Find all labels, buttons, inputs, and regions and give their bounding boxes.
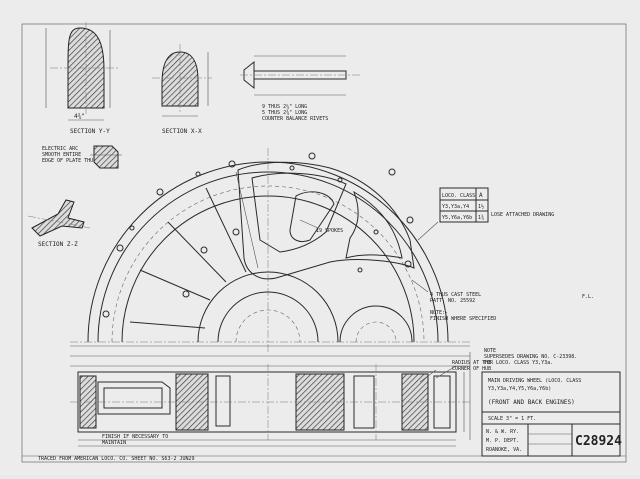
traced-from-note: TRACED FROM AMERICAN LOCO. CO. SHEET NO.… [38, 456, 195, 462]
loco-table-header-class: LOCO. CLASS [442, 193, 475, 199]
title-line-1: MAIN DRIVING WHEEL (LOCO. CLASS [488, 378, 581, 384]
rivet-note-3: COUNTER BALANCE RIVETS [262, 116, 328, 122]
title-line-2: Y3,Y3a,Y4,Y5,Y6a,Y6b) [488, 386, 551, 392]
electric-arc-detail [90, 145, 122, 169]
loco-class-table [439, 187, 489, 223]
finish-necessary-note-1: FINISH IF NECESSARY TO [102, 434, 168, 440]
finish-note-2: FINISH WHERE SPECIFIED [430, 316, 496, 322]
rivet-note-2: 5 THUS 2¾" LONG [262, 110, 307, 116]
svg-text:4¾": 4¾" [74, 113, 85, 120]
loco-table-row2-class: Y5,Y6a,Y6b [442, 215, 472, 221]
superseding-note-2: SUPERSEDES DRAWING NO. C-23398. [484, 354, 577, 360]
radius-note-2: CORNER OF HUB [452, 366, 491, 372]
title-dept: M. P. DEPT. [486, 438, 519, 444]
section-x-label: SECTION X-X [162, 128, 202, 135]
wheel-half-view [70, 148, 470, 352]
electric-arc-note-3: EDGE OF PLATE THUS [42, 158, 96, 164]
title-city: ROANOKE, VA. [486, 447, 522, 453]
superseding-note-3: FOR LOCO. CLASS Y3,Y3a. [484, 360, 553, 366]
cast-steel-note-2: PATT. NO. 25592 [430, 298, 475, 304]
rivet-note-1: 9 THUS 2¼" LONG [262, 104, 307, 110]
section-y-label: SECTION Y-Y [70, 128, 110, 135]
fl-dim-note: F.L. [582, 294, 594, 300]
title-block [481, 371, 621, 457]
loco-table-header-a: A [479, 192, 483, 199]
rivet-drawing [240, 55, 360, 96]
wheel-section-view [70, 345, 471, 447]
finish-necessary-note-2: MAINTAIN [102, 440, 126, 446]
superseding-note-1: NOTE [484, 348, 496, 354]
loco-table-row1-class: Y3,Y3a,Y4 [442, 204, 469, 210]
loco-table-note: LOSE ATTACHED DRAWING [491, 212, 554, 218]
title-subtitle: (FRONT AND BACK ENGINES) [488, 399, 575, 406]
section-y-drawing: 4¾" [45, 22, 120, 121]
loco-table-row2-value: 1¾ [478, 215, 484, 221]
section-z-label: SECTION Z-Z [38, 241, 78, 248]
spokes-note: 19 SPOKES [316, 228, 343, 234]
electric-arc-note-1: ELECTRIC ARC [42, 146, 78, 152]
drawing-number: C28924 [575, 434, 622, 449]
radius-note-1: RADIUS AT THE [452, 360, 491, 366]
electric-arc-note-2: SMOOTH ENTIRE [42, 152, 81, 158]
loco-table-row1-value: 1½ [478, 203, 484, 210]
section-x-drawing [152, 44, 212, 117]
section-z-drawing [27, 199, 91, 237]
cast-steel-note-1: 4 THUS CAST STEEL [430, 292, 481, 298]
sheet-border [21, 23, 627, 463]
title-scale: SCALE 3" = 1 FT. [488, 416, 536, 422]
title-railway: N. & W. RY. [486, 429, 519, 435]
finish-note-1: NOTE:- [430, 310, 448, 316]
